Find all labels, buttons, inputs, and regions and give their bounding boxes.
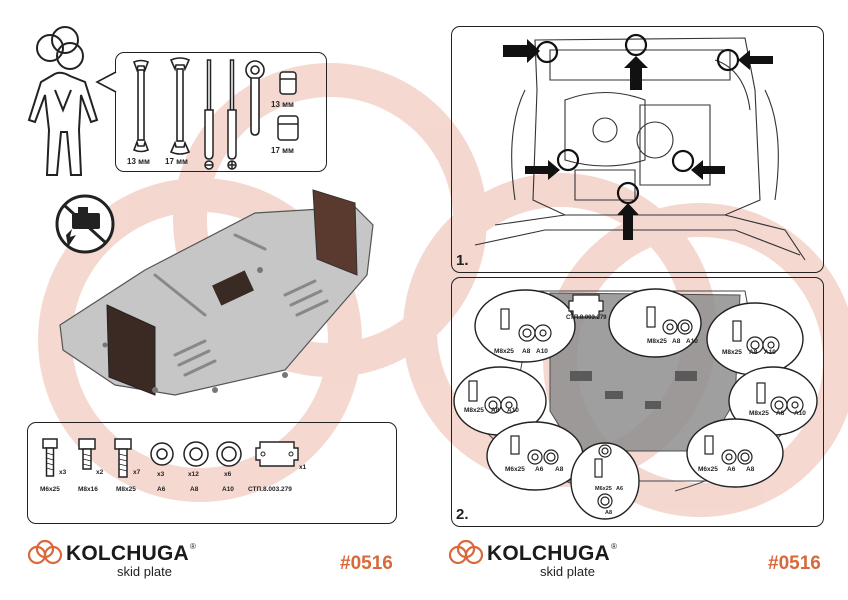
- washer-a10-icon: [216, 441, 242, 467]
- callout1-bolt: M8x25: [494, 348, 514, 355]
- installed-plate-illustration: [453, 288, 818, 520]
- part-stp-qty: x1: [299, 464, 307, 471]
- socket-17-label: 17 мм: [271, 146, 294, 155]
- brand-sub-right: skid plate: [540, 564, 595, 579]
- wrench-17-icon: [169, 57, 191, 155]
- product-code-right: #0516: [768, 553, 821, 574]
- callout4-w1: A8: [491, 407, 500, 414]
- callout7-w2: A8: [605, 510, 613, 516]
- callout2-w1: A8: [672, 338, 681, 345]
- callout5-w1: A8: [776, 410, 785, 417]
- callout4-bolt: M8x25: [464, 407, 484, 414]
- callout3-bolt: M8x25: [722, 349, 742, 356]
- callout1-w2: A10: [536, 348, 548, 355]
- brand-name-left: KOLCHUGA: [66, 542, 189, 565]
- callout2-w2: A10: [686, 338, 698, 345]
- bolt-m8x25-label: M8x25: [116, 486, 136, 493]
- callout4-w2: A10: [507, 407, 519, 414]
- washer-a8-qty: x12: [188, 471, 199, 478]
- socket-13-icon: [279, 71, 297, 95]
- brand-name-right: KOLCHUGA: [487, 542, 610, 565]
- brand-right: KOLCHUGA ®: [487, 542, 617, 566]
- callout5-w2: A10: [794, 410, 806, 417]
- hardware-panel: [27, 422, 397, 524]
- callout6-bolt: M6x25: [505, 466, 525, 473]
- part-stp-label: СТП.8.003.279: [248, 486, 292, 493]
- diagram2-part-label: СТП.8.003.279: [566, 315, 607, 321]
- callout3-w1: A8: [749, 349, 758, 356]
- part-stp-icon: [255, 441, 299, 467]
- washer-a8-icon: [183, 441, 209, 467]
- bolt-m8x16-label: M8x16: [78, 486, 98, 493]
- bolt-m6x25-icon: [42, 438, 58, 477]
- tools-panel: [115, 52, 327, 172]
- bolt-m8x16-icon: [78, 438, 96, 470]
- wrench-17-label: 17 мм: [165, 157, 188, 166]
- brand-left: KOLCHUGA ®: [66, 542, 196, 566]
- washer-a6-label: A6: [157, 486, 166, 493]
- step2-number: 2.: [456, 506, 469, 523]
- kolchuga-logo-icon: [27, 539, 63, 565]
- washer-a6-icon: [150, 442, 174, 466]
- bolt-m8x25-qty: x7: [133, 469, 141, 476]
- bolt-m8x25-icon: [114, 438, 132, 478]
- socket-13-label: 13 мм: [271, 100, 294, 109]
- flat-screwdriver-icon: [204, 59, 214, 170]
- bolt-m6x25-qty: x3: [59, 469, 67, 476]
- brand-reg-left: ®: [189, 542, 196, 551]
- washer-a8-label: A8: [190, 486, 199, 493]
- callout8-bolt: M6x25: [698, 466, 718, 473]
- step1-panel: [451, 26, 824, 273]
- step1-number: 1.: [456, 252, 469, 269]
- callout3-w2: A10: [764, 349, 776, 356]
- callout1-w1: A8: [522, 348, 531, 355]
- callout6-w2: A8: [555, 466, 564, 473]
- callout8-w1: A6: [727, 466, 736, 473]
- wrench-13-label: 13 мм: [127, 157, 150, 166]
- callout8-w2: A8: [746, 466, 755, 473]
- brand-reg-right: ®: [610, 542, 617, 551]
- washer-a10-qty: x6: [224, 471, 232, 478]
- washer-a10-label: A10: [222, 486, 234, 493]
- mechanic-overalls-icon: [27, 26, 99, 176]
- brand-sub-left: skid plate: [117, 564, 172, 579]
- skid-plate-illustration: [59, 189, 374, 396]
- bolt-m6x25-label: M6x25: [40, 486, 60, 493]
- socket-17-icon: [277, 115, 299, 141]
- callout5-bolt: M8x25: [749, 410, 769, 417]
- callout2-bolt: M8x25: [647, 338, 667, 345]
- callout7-bolt: M6x25: [595, 486, 612, 492]
- wrench-13-icon: [132, 59, 150, 153]
- tools-panel-pointer: [95, 71, 117, 93]
- callout7-w1: A6: [616, 486, 624, 492]
- engine-bay-illustration: [474, 33, 806, 261]
- kolchuga-logo-icon: [448, 539, 484, 565]
- ratchet-icon: [245, 60, 265, 136]
- product-code-left: #0516: [340, 553, 393, 574]
- washer-a6-qty: x3: [157, 471, 165, 478]
- bolt-m8x16-qty: x2: [96, 469, 104, 476]
- phillips-screwdriver-icon: [227, 59, 237, 170]
- step2-panel: [451, 277, 824, 527]
- no-running-engine-icon: [55, 194, 115, 254]
- callout6-w1: A6: [535, 466, 544, 473]
